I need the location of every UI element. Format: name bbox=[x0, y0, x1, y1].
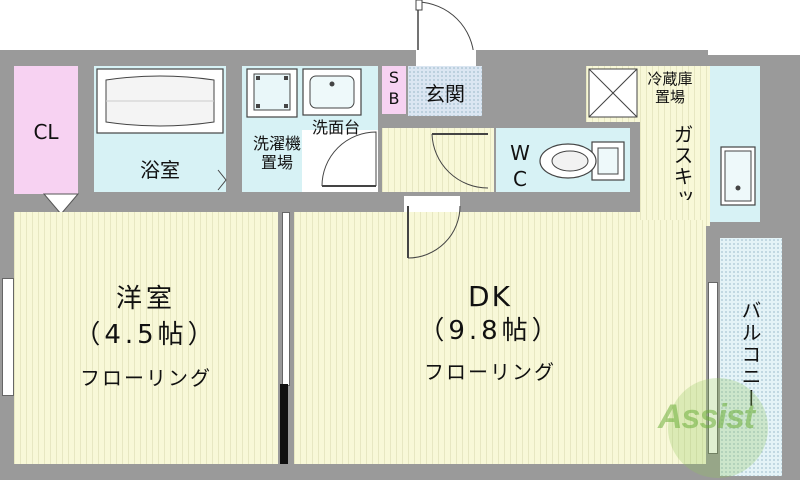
western-room-name: 洋室 bbox=[115, 284, 176, 314]
western-room-size: （4.5帖） bbox=[74, 320, 218, 350]
closet bbox=[14, 66, 78, 194]
washer-space-label: 洗濯機 置場 bbox=[252, 134, 301, 173]
washbasin-icon bbox=[302, 68, 362, 116]
partition-sliding-door bbox=[282, 212, 290, 386]
partition-dark-post bbox=[280, 384, 288, 464]
closet-door-icon bbox=[42, 193, 80, 215]
dk-room bbox=[294, 212, 706, 464]
washroom-floor bbox=[302, 130, 378, 192]
washing-machine-icon bbox=[246, 68, 298, 118]
dk-name: DK bbox=[468, 280, 512, 313]
washbasin-label: 洗面台 bbox=[311, 118, 360, 137]
watermark-text: Assist bbox=[658, 398, 755, 436]
hallway bbox=[382, 128, 494, 192]
western-room-floor: フローリング bbox=[80, 366, 212, 390]
watermark-circle bbox=[668, 378, 768, 478]
bath-door-icon bbox=[217, 169, 227, 191]
toilet-icon bbox=[539, 141, 625, 181]
bathtub-icon bbox=[96, 68, 224, 134]
balcony-label: バルコニー bbox=[738, 300, 762, 410]
balcony bbox=[720, 238, 782, 476]
entrance bbox=[408, 66, 482, 116]
shoe-box-label: S B bbox=[388, 68, 400, 108]
shoe-box bbox=[382, 66, 406, 114]
bath-label: 浴室 bbox=[140, 158, 180, 182]
balcony-door bbox=[708, 282, 718, 454]
toilet-label: W C bbox=[510, 141, 530, 191]
upper-band-wall bbox=[14, 190, 644, 212]
fridge-space-label: 冷蔵庫 置場 bbox=[647, 70, 693, 106]
fridge-icon bbox=[588, 68, 638, 118]
washroom-door-icon bbox=[321, 131, 377, 187]
entrance-label: 玄関 bbox=[425, 82, 465, 106]
closet-label: CL bbox=[33, 120, 59, 144]
dk-size: （9.8帖） bbox=[418, 316, 562, 346]
hall-door-icon bbox=[431, 133, 489, 189]
kitchen-aisle bbox=[640, 66, 710, 226]
entrance-door-opening bbox=[416, 50, 476, 66]
western-room bbox=[14, 212, 278, 464]
western-window bbox=[2, 278, 14, 396]
dk-floor: フローリング bbox=[424, 360, 556, 384]
dk-door-icon bbox=[404, 196, 461, 259]
dk-upper-ext bbox=[640, 200, 706, 220]
sink-icon bbox=[720, 146, 756, 206]
